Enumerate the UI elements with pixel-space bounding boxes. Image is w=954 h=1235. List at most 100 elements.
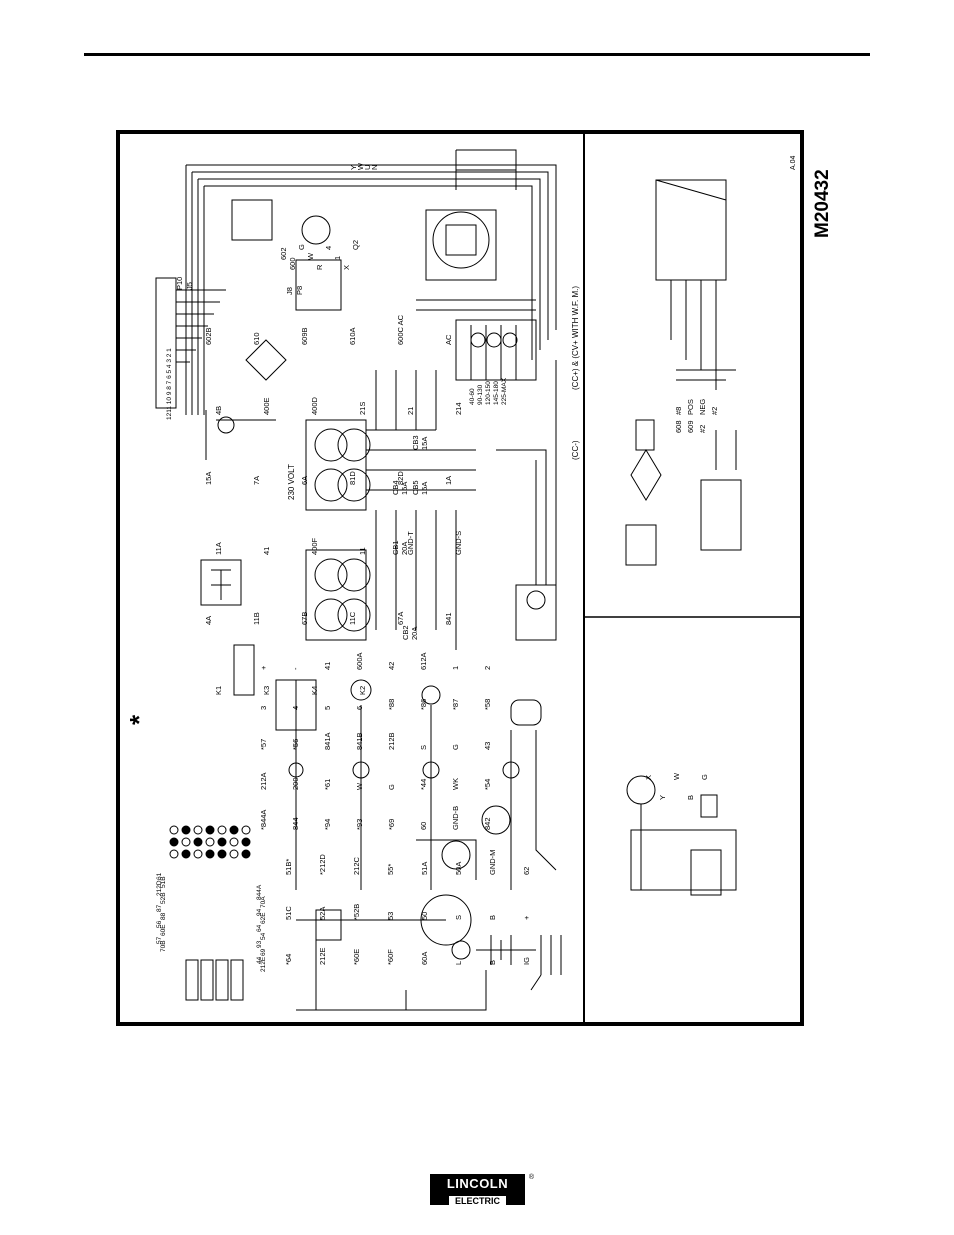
wire-left-28: 67A bbox=[396, 612, 405, 625]
wire-left-20: 400F bbox=[310, 537, 319, 555]
right-top-0: #8 bbox=[674, 407, 683, 415]
wire-left-29: 841 bbox=[444, 612, 453, 625]
wire-lines bbox=[155, 130, 804, 1026]
wire-left-15: 81D bbox=[348, 471, 357, 485]
label-bottom-2: 212C bbox=[352, 856, 361, 875]
revision: A.04 bbox=[790, 155, 797, 170]
right-top-4: 608 bbox=[674, 420, 683, 433]
wire-top-1: W bbox=[356, 162, 365, 170]
label-mid-17: *56 bbox=[291, 739, 300, 750]
breaker-cb1-rating: 20A bbox=[400, 542, 409, 555]
logo-line1: LINCOLN bbox=[446, 1176, 509, 1191]
label-bottom-14: B bbox=[488, 915, 497, 920]
label-bottom-1: *212D bbox=[318, 854, 327, 875]
breaker-cb3-rating: 15A bbox=[420, 437, 429, 450]
right-top-2: NEG bbox=[698, 399, 707, 415]
label-mid-26: *61 bbox=[323, 779, 332, 790]
header-rule bbox=[84, 53, 870, 56]
label-bottom-15: + bbox=[522, 915, 531, 920]
label-bottom-3: 55* bbox=[386, 864, 395, 875]
connector-j5: J5 bbox=[185, 282, 194, 290]
wire-left-33: K2 bbox=[358, 686, 367, 695]
label-bottom-18: *60E bbox=[352, 949, 361, 965]
pinout-label-8: 57 bbox=[156, 936, 163, 944]
label-mid-36: *69 bbox=[387, 819, 396, 830]
wire-top-3: N bbox=[370, 165, 379, 170]
wire-left-23: GND-S bbox=[454, 531, 463, 555]
label-mid-2: 41 bbox=[323, 662, 332, 670]
label-mid-9: 4 bbox=[291, 706, 300, 710]
pinout-label-15: 54 bbox=[260, 932, 267, 940]
label-bottom-19: *60F bbox=[386, 949, 395, 965]
note-cc-minus: (CC-) bbox=[571, 440, 580, 460]
label-mid-23: 43 bbox=[483, 742, 492, 750]
wire-top-4: 602 bbox=[279, 247, 288, 260]
wire-top-0: Y bbox=[349, 165, 358, 170]
breaker-cb2-rating: 20A bbox=[410, 627, 419, 640]
wire-left-9: 21S bbox=[358, 402, 367, 415]
label-mid-24: 212A bbox=[259, 772, 268, 790]
range-setting-4: 40-60 bbox=[469, 388, 476, 405]
label-bottom-20: 60A bbox=[420, 952, 429, 965]
label-bottom-23: IG bbox=[522, 957, 531, 965]
label-bottom-5: 50A bbox=[454, 862, 463, 875]
label-mid-7: 2 bbox=[483, 666, 492, 670]
drawing-number-text: M20432 bbox=[812, 169, 833, 238]
right-top-1: POS bbox=[686, 399, 695, 415]
wire-left-8: 400D bbox=[310, 396, 319, 415]
pinout-label-12: 94 bbox=[256, 908, 263, 916]
right-top-6: #2 bbox=[698, 425, 707, 433]
drawing-number: M20432 bbox=[812, 169, 833, 238]
label-mid-22: G bbox=[451, 744, 460, 750]
label-bottom-17: 212E bbox=[318, 947, 327, 965]
label-mid-30: WK bbox=[451, 778, 460, 790]
wire-top-8: R bbox=[315, 264, 324, 270]
range-setting-3: 90-130 bbox=[477, 384, 484, 405]
pinout-label-9: 70B bbox=[160, 940, 167, 952]
label-bottom-4: 51A bbox=[420, 862, 429, 875]
label-mid-8: 3 bbox=[259, 706, 268, 710]
label-bottom-9: 52A bbox=[318, 907, 327, 920]
wire-top-6: G bbox=[297, 244, 306, 250]
wire-left-18: 11A bbox=[214, 542, 223, 555]
label-mid-39: 842 bbox=[483, 817, 492, 830]
label-bottom-22: B bbox=[488, 960, 497, 965]
pinout-label-17: 69 bbox=[260, 948, 267, 956]
label-bottom-8: 51C bbox=[284, 906, 293, 920]
label-bottom-10: *52B bbox=[352, 904, 361, 920]
pinout-label-7: 60E bbox=[160, 924, 167, 936]
pinout-label-1: 51B bbox=[160, 876, 167, 888]
pinout-label-19: 212E bbox=[260, 956, 267, 972]
label-mid-32: *844A bbox=[259, 810, 268, 830]
range-setting-1: 145-180 bbox=[493, 381, 500, 405]
right-bottom-0: X bbox=[644, 775, 653, 780]
breaker-cb2: CB2 bbox=[401, 625, 410, 640]
wire-left-30: K1 bbox=[214, 686, 223, 695]
wire-left-19: 41 bbox=[262, 547, 271, 555]
wire-left-17: 1A bbox=[444, 476, 453, 485]
range-setting-2: 120-150 bbox=[485, 381, 492, 405]
label-mid-34: *94 bbox=[323, 819, 332, 830]
pinout-label-13: 62E bbox=[260, 912, 267, 924]
label-bottom-13: S bbox=[454, 915, 463, 920]
wire-left-6: 4B bbox=[214, 406, 223, 415]
label-mid-12: *88 bbox=[387, 699, 396, 710]
label-bottom-6: GND-M bbox=[488, 850, 497, 875]
wire-left-13: 7A bbox=[252, 476, 261, 485]
right-bottom-3: B bbox=[686, 795, 695, 800]
label-mid-0: + bbox=[259, 665, 268, 670]
wire-top-10: 1 bbox=[333, 256, 342, 260]
pinout-label-2: 212D bbox=[156, 880, 163, 896]
range-setting-0: 225-MAX bbox=[501, 377, 508, 405]
wire-left-32: K4 bbox=[310, 686, 319, 695]
connector-p10: P10 bbox=[175, 277, 184, 290]
wire-left-31: K3 bbox=[262, 686, 271, 695]
wire-top-7: W bbox=[306, 252, 315, 260]
label-bottom-0: 51B* bbox=[284, 859, 293, 875]
right-bottom-1: Y bbox=[658, 795, 667, 800]
pinout-label-5: 88 bbox=[160, 912, 167, 920]
connector-j8: J8 bbox=[285, 287, 294, 295]
pinout-label-18: 44 bbox=[256, 956, 263, 964]
lincoln-electric-logo: LINCOLN ELECTRIC ® bbox=[430, 1174, 534, 1207]
